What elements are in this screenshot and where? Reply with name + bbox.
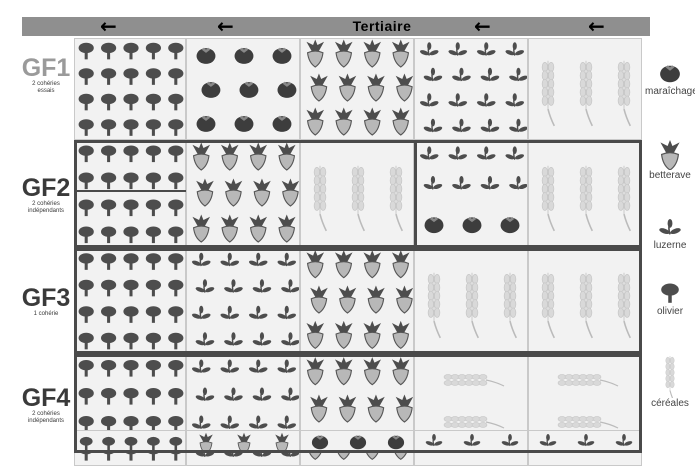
crop-cell: [74, 38, 186, 140]
left-arrow-icon: ←: [474, 17, 491, 36]
legend-item-olivier: olivier: [645, 282, 695, 318]
crop-cell: [528, 140, 642, 248]
crop-cell: [186, 38, 300, 140]
crop-cell: [74, 140, 186, 248]
row-subtitle: 2 cohéries essais: [18, 81, 74, 95]
crop-strip-cell: [74, 430, 186, 453]
row-title: GF2: [18, 175, 74, 201]
row-title: GF1: [18, 55, 74, 81]
wheat-icon: [645, 352, 695, 398]
olive-tree-icon: [645, 282, 695, 306]
left-arrow-icon: ←: [217, 17, 234, 36]
row-label-gf4: GF4 2 cohéries indépendants: [18, 385, 74, 425]
crop-rotation-grid: [74, 38, 642, 453]
tomato-icon: [645, 62, 695, 86]
legend-label: luzerne: [645, 240, 695, 252]
crop-cell: [414, 248, 528, 354]
legend-item-betterave: betterave: [645, 140, 695, 182]
row-subtitle: 2 cohéries indépendants: [18, 201, 74, 215]
left-arrow-icon: ←: [588, 17, 605, 36]
alfalfa-icon: [645, 218, 695, 240]
crop-cell: [414, 140, 528, 248]
beet-icon: [645, 140, 695, 170]
crop-cell: [74, 248, 186, 354]
legend-item-luzerne: luzerne: [645, 218, 695, 252]
legend-label: olivier: [645, 306, 695, 318]
row-subtitle: 1 cohérie: [18, 311, 74, 318]
legend-label: maraîchage: [645, 86, 695, 98]
crop-cell: [300, 38, 414, 140]
crop-strip-cell: [414, 430, 528, 453]
crop-strip-cell: [186, 430, 300, 453]
row-title: GF4: [18, 385, 74, 411]
header-bar: ← ← Tertiaire ← ←: [22, 17, 650, 36]
row-label-gf1: GF1 2 cohéries essais: [18, 55, 74, 95]
legend-label: céréales: [645, 398, 695, 410]
crop-cell: [300, 248, 414, 354]
legend-item-maraichage: maraîchage: [645, 62, 695, 98]
crop-cell: [186, 140, 300, 248]
divider: [414, 140, 417, 248]
crop-cell: [528, 248, 642, 354]
row-label-gf2: GF2 2 cohéries indépendants: [18, 175, 74, 215]
legend-item-cereales: céréales: [645, 352, 695, 410]
left-arrow-icon: ←: [100, 17, 117, 36]
row-label-gf3: GF3 1 cohérie: [18, 285, 74, 318]
divider: [74, 190, 186, 192]
row-title: GF3: [18, 285, 74, 311]
crop-cell: [414, 38, 528, 140]
crop-strip-cell: [300, 430, 414, 453]
legend-label: betterave: [645, 170, 695, 182]
crop-cell: [528, 38, 642, 140]
row-subtitle: 2 cohéries indépendants: [18, 411, 74, 425]
crop-cell: [300, 140, 414, 248]
header-title: Tertiaire: [322, 17, 442, 36]
crop-cell: [186, 248, 300, 354]
crop-strip-cell: [528, 430, 642, 453]
